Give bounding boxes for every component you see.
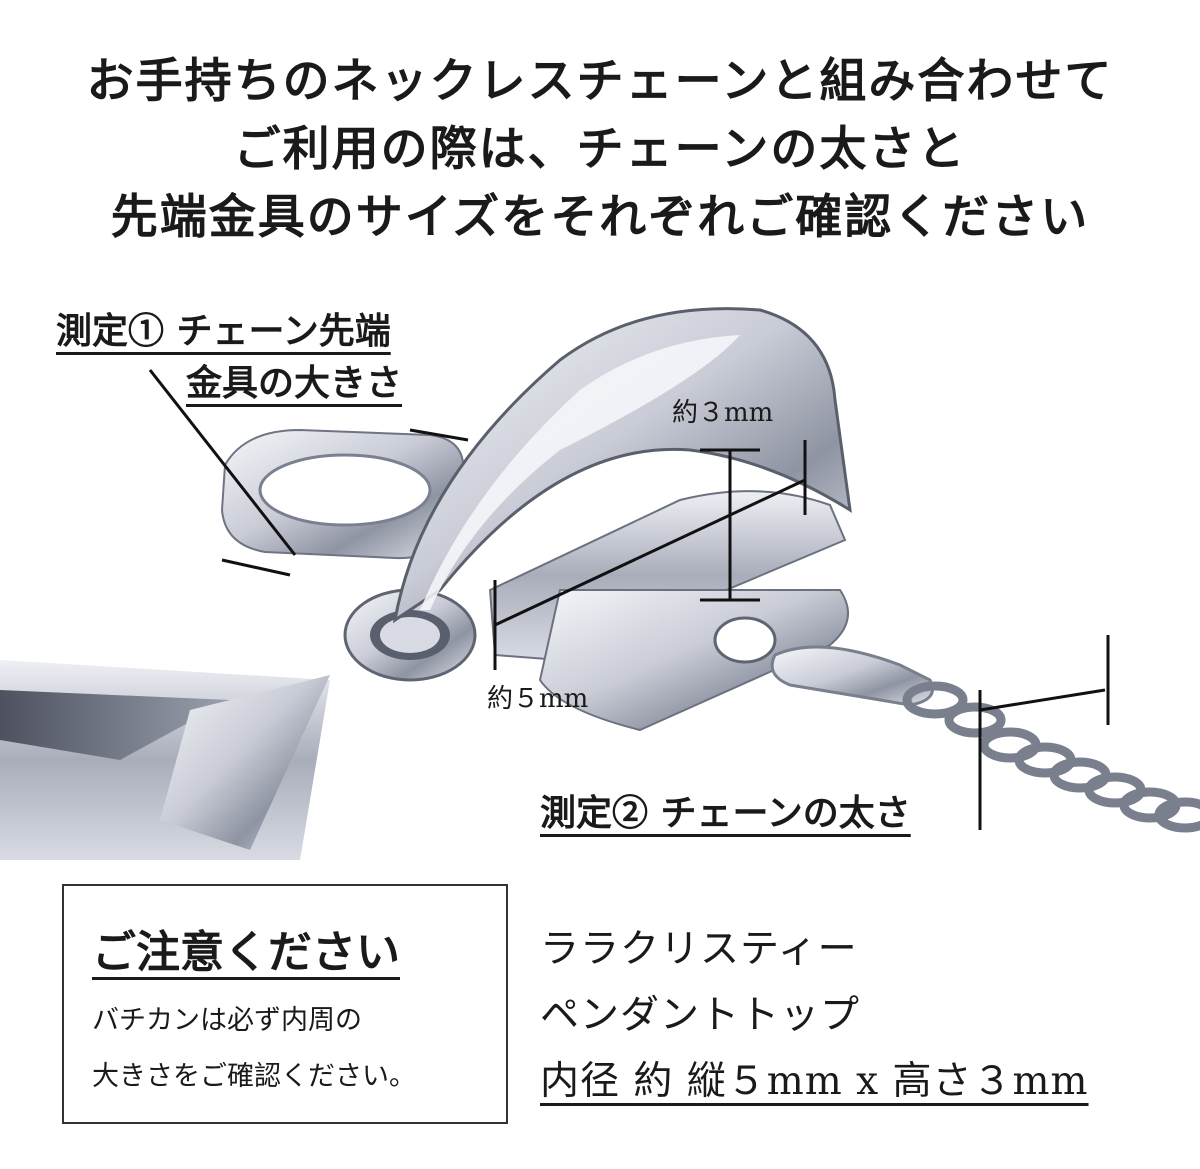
pendant-body: [0, 660, 330, 860]
notice-line-1: バチカンは必ず内周の: [92, 1005, 362, 1036]
measure-1-label: 測定① チェーン先端: [56, 310, 391, 352]
product-type: ペンダントトップ: [540, 993, 861, 1038]
heading-line-1: お手持ちのネックレスチェーンと組み合わせて: [86, 54, 1114, 109]
measure-lines: [148, 369, 1110, 830]
measure-1-sublabel: 金具の大きさ: [186, 362, 403, 404]
chain: [770, 645, 1200, 833]
width-measurement: 約５mm: [487, 684, 589, 714]
product-name: ララクリスティー: [540, 927, 858, 972]
heading-line-3: 先端金具のサイズをそれぞれご確認ください: [110, 190, 1090, 245]
notice-line-2: 大きさをご確認ください。: [92, 1061, 416, 1092]
pendant-bail-photo: [0, 307, 1200, 860]
measure-2-label: 測定② チェーンの太さ: [540, 792, 911, 834]
heading-line-2: ご利用の際は、チェーンの太さと: [233, 122, 967, 177]
bail-loop: [392, 307, 852, 624]
jump-ring: [343, 588, 477, 682]
bail-plate: [488, 490, 849, 732]
notice-title: ご注意ください: [92, 927, 400, 978]
notice-box: ご注意ください バチカンは必ず内周の 大きさをご確認ください。: [62, 884, 508, 1124]
product-dimensions: 内径 約 縦５mm x 高さ３mm: [540, 1059, 1089, 1104]
chain-end-tab: [220, 428, 465, 560]
height-measurement: 約３mm: [672, 398, 774, 428]
